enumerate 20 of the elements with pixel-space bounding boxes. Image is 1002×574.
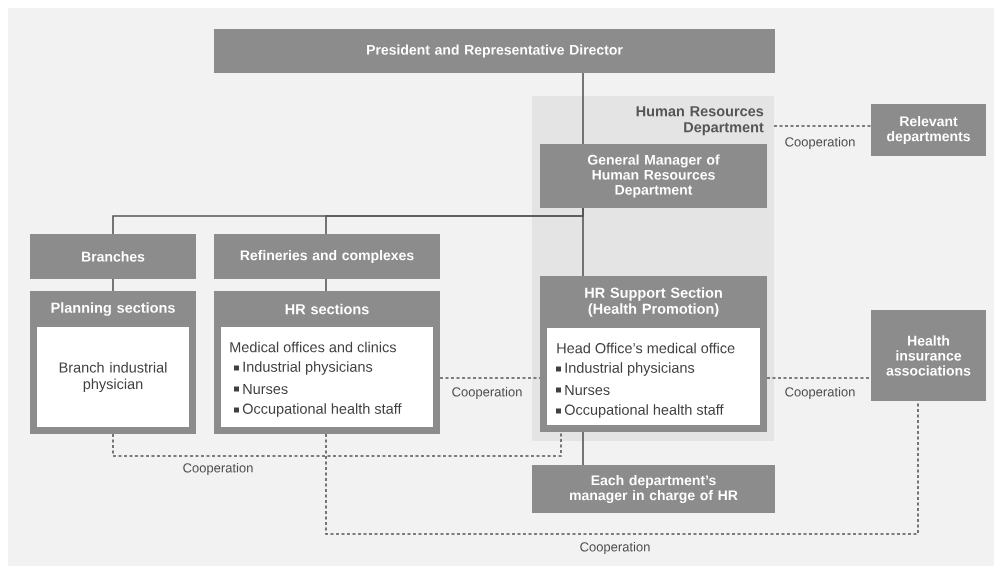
section-box: HR Support Section (Health Promotion) Head Office’s medical office Industrial physicians Nurses Occupational health staff xyxy=(540,276,767,432)
connector-line xyxy=(582,207,584,277)
dashed-connector xyxy=(325,400,919,535)
org-box: Relevant departments xyxy=(871,104,986,156)
org-box: Each department’s manager in charge of HR xyxy=(532,465,775,513)
section-box: Planning sections Branch industrial physician xyxy=(30,291,196,434)
org-box: President and Representative Director xyxy=(214,29,775,73)
dashed-connector xyxy=(766,377,872,379)
org-box: Refineries and complexes xyxy=(214,234,440,279)
org-box: Health insurance associations xyxy=(871,310,986,401)
org-box: Branches xyxy=(30,234,196,279)
section-box: HR sections Medical offices and clinics Industrial physicians Nurses Occupational health staff xyxy=(214,291,440,434)
connector-line xyxy=(325,278,327,292)
dashed-connector xyxy=(773,125,872,127)
connector-line xyxy=(582,72,584,145)
org-box: General Manager of Human Resources Department xyxy=(540,144,767,208)
connector-line xyxy=(582,431,584,466)
connector-line xyxy=(112,278,114,292)
dashed-connector xyxy=(439,377,541,379)
dashed-connector xyxy=(112,431,562,457)
